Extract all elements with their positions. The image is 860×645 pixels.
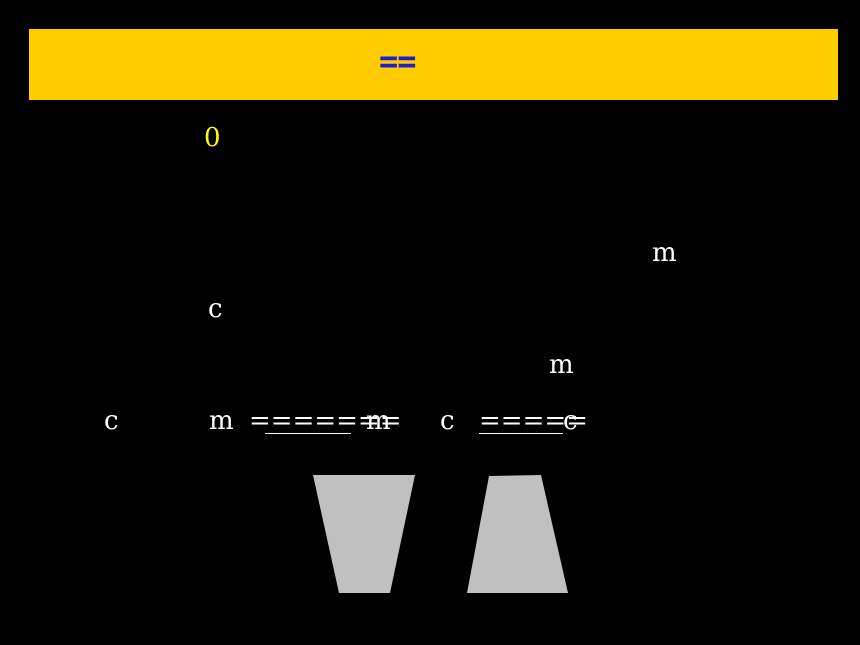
label-c-4: c (563, 406, 578, 436)
right-trapezoid-shape (467, 475, 568, 593)
label-zero: 0 (204, 123, 221, 153)
label-c-3: c (440, 406, 455, 436)
label-c-2: c (104, 406, 119, 436)
equals-run-2: ===== (479, 406, 588, 436)
left-trapezoid-shape (313, 475, 415, 593)
title-bar: == (29, 29, 838, 100)
underline-1 (265, 433, 351, 434)
label-m-2: m (549, 350, 574, 380)
equals-run-1: ======= (249, 406, 402, 436)
underline-2 (479, 433, 563, 434)
title-text: == (379, 42, 417, 80)
label-m-4: m (366, 406, 391, 436)
label-m-3: m (209, 406, 234, 436)
label-c-1: c (208, 294, 223, 324)
label-m-1: m (652, 238, 677, 268)
